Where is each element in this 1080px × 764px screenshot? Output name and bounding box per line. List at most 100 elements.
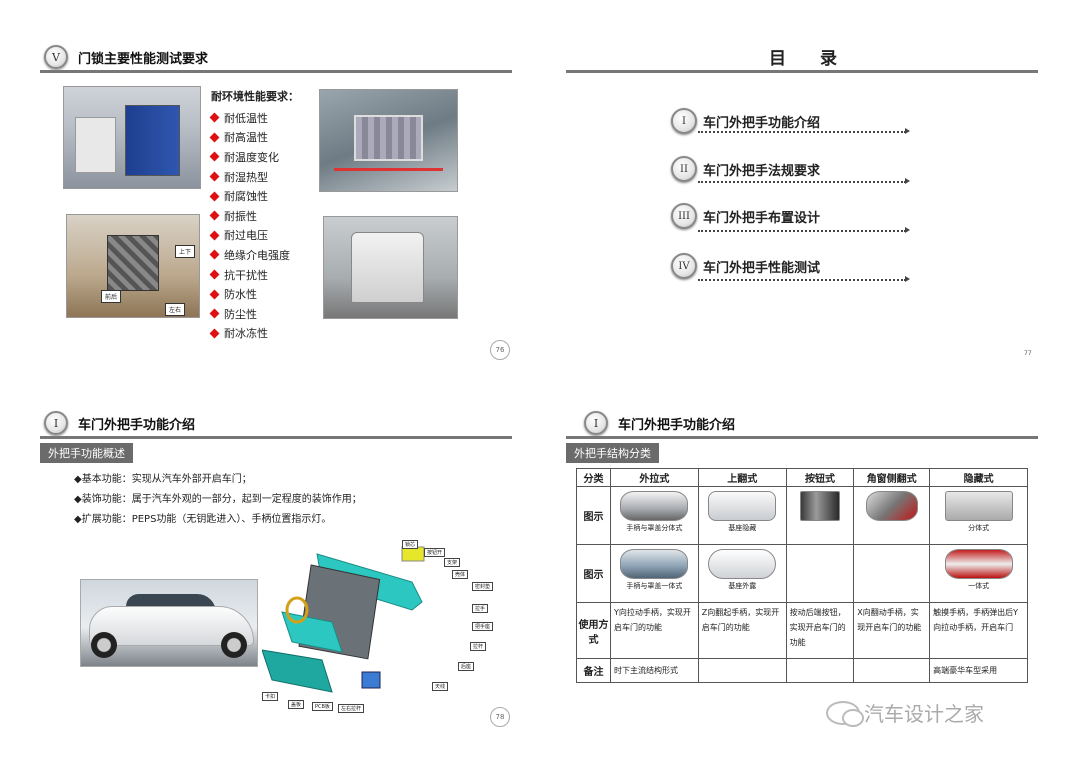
list-item: 防水性: [209, 284, 290, 304]
diamond-bullet-icon: [209, 250, 220, 260]
column-header: 角窗侧翻式: [853, 468, 931, 487]
page-number: 78: [490, 707, 510, 727]
part-label: 左右拉杆: [338, 704, 365, 713]
table-cell: [785, 658, 855, 683]
list-item: 耐冰冻性: [209, 324, 290, 344]
toc-item-1[interactable]: I 车门外把手功能介绍: [671, 108, 820, 134]
watermark: 汽车设计之家: [826, 698, 984, 727]
column-header: 隐藏式: [929, 468, 1028, 487]
diamond-bullet-icon: [209, 112, 220, 123]
table-cell: 手柄与罩盖分体式: [610, 486, 699, 545]
rig-tag: 上下: [175, 245, 196, 258]
toc-item-label: 车门外把手功能介绍: [703, 115, 821, 131]
list-item: 耐温度变化: [209, 147, 290, 167]
slide-handle-structure-types: I 车门外把手功能介绍 外把手结构分类 分类 外拉式 上翻式 按钮式 角窗侧翻式…: [540, 382, 1080, 764]
section-label: 外把手结构分类: [566, 443, 659, 463]
toc-item-2[interactable]: II 车门外把手法规要求: [671, 156, 820, 182]
feature-line: ◆装饰功能：属于汽车外观的一部分，起到一定程度的装饰作用；: [74, 494, 362, 505]
page-number: 77: [1024, 350, 1032, 357]
roman-badge: I: [671, 108, 697, 134]
table-cell: [785, 544, 855, 603]
diamond-bullet-icon: [209, 328, 220, 339]
list-item: 绝缘介电强度: [209, 245, 290, 265]
row-header: 备注: [576, 658, 611, 683]
table-cell: [697, 658, 787, 683]
part-label: 拉手: [472, 604, 489, 613]
salt-spray-chamber-photo: [323, 216, 458, 319]
row-header: 图示: [576, 544, 611, 603]
climate-chamber-photo: [63, 86, 201, 189]
dotted-arrow: [698, 276, 910, 282]
column-header: 分类: [576, 468, 611, 487]
header-divider: [40, 436, 512, 439]
slide-title: 车门外把手功能介绍: [618, 417, 736, 433]
table-cell: 触摸手柄，手柄弹出后Y向拉动手柄，开启车门: [929, 602, 1028, 659]
diamond-bullet-icon: [209, 132, 220, 143]
slide-title: 门锁主要性能测试要求: [78, 51, 209, 67]
table-cell: 手柄与罩盖一体式: [610, 544, 699, 603]
part-label: 按钮开: [424, 548, 446, 557]
table-row: 图示 手柄与罩盖一体式 基座外露 一体式: [576, 544, 1028, 603]
table-cell: 高端豪华车型采用: [929, 658, 1028, 683]
slide-table-of-contents: 目 录 I 车门外把手功能介绍 II 车门外把手法规要求 III 车门外把手布置…: [540, 0, 1080, 382]
toc-title: 目 录: [769, 49, 851, 69]
header-divider: [566, 70, 1038, 73]
table-cell: [853, 486, 931, 545]
diamond-bullet-icon: [209, 269, 220, 280]
part-label: 盖板: [288, 700, 305, 709]
table-cell: 分体式: [929, 486, 1028, 545]
car-photo: [80, 579, 258, 667]
list-item: 耐湿热型: [209, 167, 290, 187]
column-header: 上翻式: [697, 468, 787, 487]
roman-badge: I: [44, 411, 68, 435]
handle-image: [620, 491, 689, 521]
table-cell: 按动后端按钮，实现开启车门的功能: [785, 602, 855, 659]
slide-door-lock-tests: V 门锁主要性能测试要求 上下 前后 左右 耐环境性能要求： 耐低温性 耐高温性…: [0, 0, 540, 382]
toc-item-3[interactable]: III 车门外把手布置设计: [671, 203, 820, 229]
list-item: 耐低温性: [209, 108, 290, 128]
roman-badge: I: [584, 411, 608, 435]
roman-badge: V: [44, 45, 68, 69]
exploded-view-diagram: 锁芯 按钮开 支架 壳体 密封垫 拉手 把手座 拉杆 后座 天线 卡扣 盖板 P…: [261, 540, 494, 714]
requirements-list: 耐低温性 耐高温性 耐温度变化 耐湿热型 耐腐蚀性 耐振性 耐过电压 绝缘介电强…: [209, 108, 290, 344]
toc-item-4[interactable]: IV 车门外把手性能测试: [671, 253, 820, 279]
table-row: 分类 外拉式 上翻式 按钮式 角窗侧翻式 隐藏式: [576, 468, 1028, 487]
slide-title: 车门外把手功能介绍: [78, 417, 196, 433]
toc-item-label: 车门外把手法规要求: [703, 163, 821, 179]
section-label: 外把手功能概述: [40, 443, 133, 463]
wechat-icon: [826, 700, 864, 727]
handle-parts-drawing: [261, 546, 425, 693]
handle-image: [944, 549, 1013, 579]
row-header: 使用方式: [576, 602, 611, 659]
toc-item-label: 车门外把手布置设计: [703, 210, 821, 226]
handle-image: [944, 491, 1013, 521]
table-cell: [785, 486, 855, 545]
part-label: 锁芯: [402, 540, 419, 549]
slide-header: I 车门外把手功能介绍: [584, 410, 735, 436]
table-cell: X向翻动手柄，实现开启车门的功能: [853, 602, 931, 659]
part-label: 天线: [432, 682, 449, 691]
toc-item-label: 车门外把手性能测试: [703, 260, 821, 276]
rig-tag: 前后: [101, 290, 122, 303]
slide-header: I 车门外把手功能介绍: [44, 410, 195, 436]
handle-image: [865, 491, 918, 521]
diamond-bullet-icon: [209, 191, 220, 202]
part-label: 后座: [458, 662, 475, 671]
dotted-arrow: [698, 227, 910, 233]
dotted-arrow: [698, 178, 910, 184]
roman-badge: III: [671, 203, 697, 229]
table-cell: [853, 658, 931, 683]
list-item: 抗干扰性: [209, 265, 290, 285]
table-row: 使用方式 Y向拉动手柄，实现开启车门的功能 Z向翻起手柄，实现开启车门的功能 按…: [576, 602, 1028, 659]
part-label: 拉杆: [470, 642, 487, 651]
requirements-heading: 耐环境性能要求：: [211, 90, 299, 103]
part-label: 卡扣: [262, 692, 279, 701]
structure-table: 分类 外拉式 上翻式 按钮式 角窗侧翻式 隐藏式 图示 手柄与罩盖分体式 基座隐…: [576, 468, 1028, 683]
feature-line: ◆基本功能：实现从汽车外部开启车门；: [74, 474, 252, 485]
table-cell: 基座隐藏: [697, 486, 787, 545]
list-item: 防尘性: [209, 304, 290, 324]
test-lab-photo: [319, 89, 458, 192]
table-cell: 基座外露: [697, 544, 787, 603]
part-label: 密封垫: [472, 582, 494, 591]
diamond-bullet-icon: [209, 230, 220, 241]
